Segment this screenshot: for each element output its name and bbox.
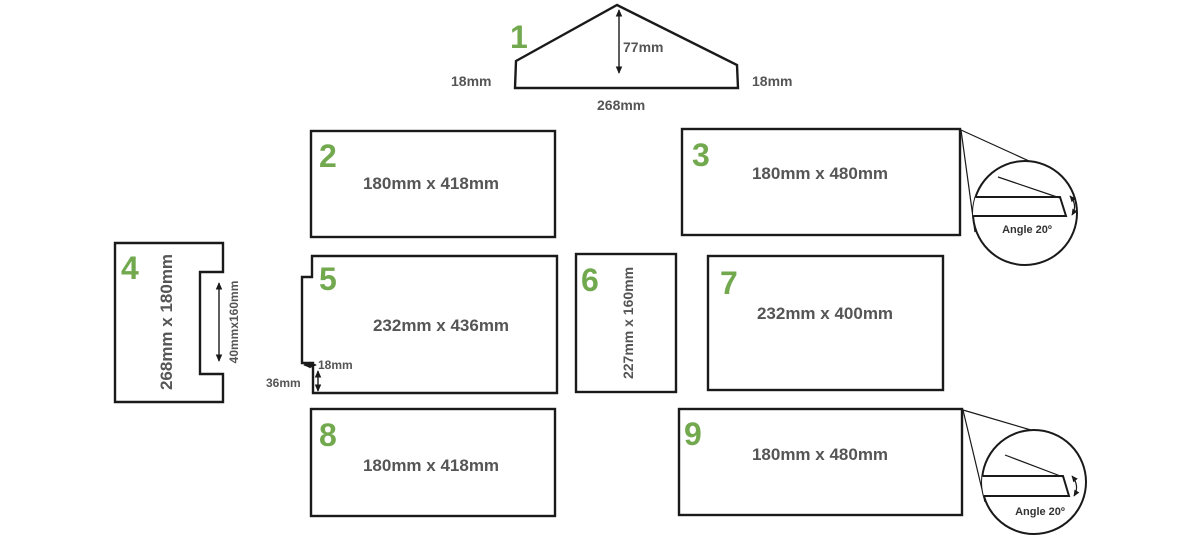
piece-6-size-label: 227mm x 160mm: [620, 267, 636, 379]
piece-6-outline: [574, 252, 678, 394]
piece-3-size-label: 180mm x 480mm: [752, 164, 888, 183]
piece-1-outline: [513, 3, 740, 90]
piece-1-base-label: 268mm: [597, 97, 645, 113]
piece-1-number: 1: [510, 19, 528, 55]
piece-1: 1 77mm 18mm 18mm 268mm: [451, 3, 792, 113]
piece-9-number: 9: [684, 416, 702, 452]
piece-8-outline: [309, 407, 557, 518]
piece-9-detail-label: Angle 20º: [1015, 506, 1065, 518]
piece-5-size-label: 232mm x 436mm: [373, 316, 509, 335]
piece-3-detail-label: Angle 20º: [1002, 224, 1052, 236]
piece-9-detail-angle-arc: [1071, 475, 1080, 497]
piece-4-number: 4: [121, 250, 139, 286]
piece-3-number: 3: [692, 137, 710, 173]
piece-3-detail-angle-ray: [997, 176, 1061, 199]
piece-4-size-label: 268mm x 180mm: [157, 254, 176, 390]
piece-9-detail-bevel: [982, 475, 1071, 497]
piece-3-angle-detail: Angle 20º: [972, 160, 1078, 266]
piece-1-height-label: 77mm: [623, 39, 663, 55]
piece-4-cutout-label: 40mmx160mm: [227, 281, 241, 364]
piece-7-outline: [706, 254, 945, 392]
piece-5-notch-height-label: 36mm: [266, 376, 301, 390]
piece-2-outline: [309, 129, 557, 239]
piece-9-size-label: 180mm x 480mm: [752, 445, 888, 464]
piece-4-outline: [113, 241, 225, 404]
piece-1-right-label: 18mm: [752, 73, 792, 89]
piece-3-outline: [680, 127, 962, 237]
piece-3-callout-line-upper: [960, 129, 1041, 167]
piece-3-detail-bevel: [973, 196, 1068, 217]
piece-2: 2 180mm x 418mm: [309, 129, 557, 239]
piece-2-number: 2: [319, 138, 337, 174]
piece-1-left-label: 18mm: [451, 73, 491, 89]
piece-9-detail-angle-ray: [1004, 454, 1064, 478]
piece-5-notch-width-label: 18mm: [318, 358, 353, 372]
piece-9-outline: [677, 407, 964, 517]
piece-9-angle-detail: Angle 20º: [981, 429, 1087, 535]
piece-3: 3 180mm x 480mm Angle 20º: [680, 127, 1078, 266]
piece-6: 6 227mm x 160mm: [574, 252, 678, 394]
piece-8: 8 180mm x 418mm: [309, 407, 557, 518]
piece-7-number: 7: [720, 265, 738, 301]
piece-2-size-label: 180mm x 418mm: [363, 174, 499, 193]
piece-5: 5 232mm x 436mm 18mm 36mm: [266, 254, 559, 395]
piece-7-size-label: 232mm x 400mm: [757, 304, 893, 323]
piece-3-detail-angle-arc: [1069, 195, 1078, 216]
piece-9: 9 180mm x 480mm Angle 20º: [677, 407, 1087, 535]
piece-6-number: 6: [581, 262, 599, 298]
piece-4: 4 268mm x 180mm 40mmx160mm: [113, 241, 241, 404]
piece-8-size-label: 180mm x 418mm: [363, 456, 499, 475]
piece-7: 7 232mm x 400mm: [706, 254, 945, 392]
piece-5-number: 5: [319, 261, 337, 297]
piece-8-number: 8: [319, 417, 337, 453]
